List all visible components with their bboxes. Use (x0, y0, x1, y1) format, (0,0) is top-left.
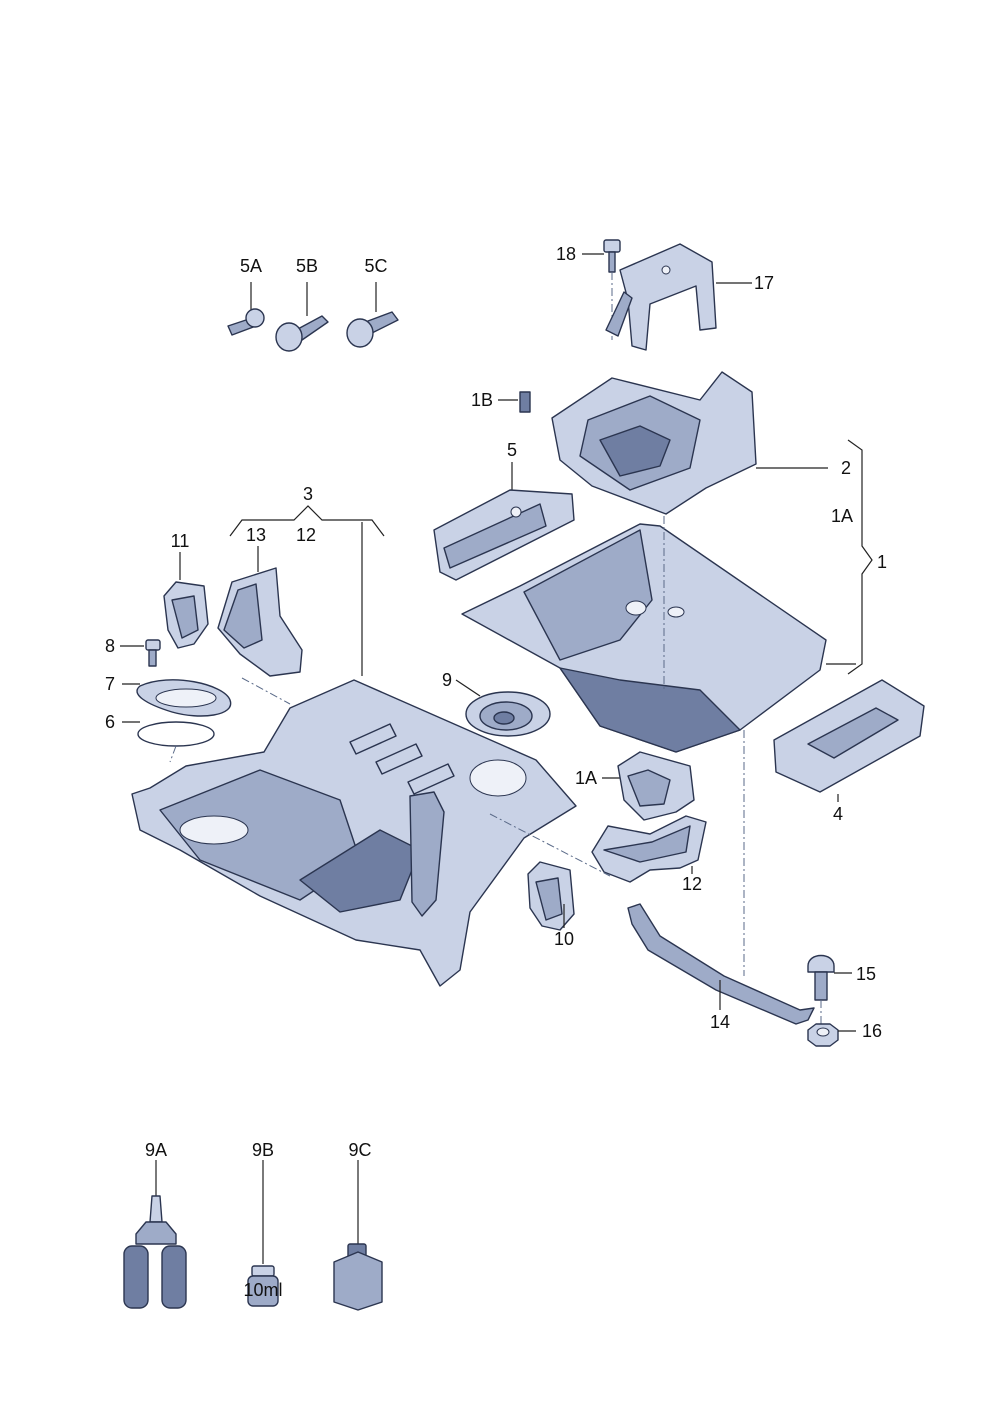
callout-12-top: 12 (296, 525, 316, 545)
part-3-floor-pan (131, 522, 577, 987)
callout-5: 5 (507, 440, 517, 460)
callout-18: 18 (556, 244, 576, 264)
part-16-nut (807, 1023, 856, 1047)
callout-5B: 5B (296, 256, 318, 276)
callout-3: 3 (303, 484, 313, 504)
callout-4: 4 (833, 804, 843, 824)
callout-16: 16 (862, 1021, 882, 1041)
callout-12-mid: 12 (682, 874, 702, 894)
part-9A-adhesive-cartridge (123, 1160, 187, 1309)
callout-17: 17 (754, 273, 774, 293)
part-1A-reinforcement (602, 751, 695, 821)
bottle-9B-label: 10ml (243, 1280, 282, 1300)
callout-1B: 1B (471, 390, 493, 410)
callout-1: 1 (877, 552, 887, 572)
callout-8: 8 (105, 636, 115, 656)
part-17-bracket (605, 243, 752, 351)
part-18-bolt (582, 239, 621, 340)
callout-14: 14 (710, 1012, 730, 1032)
callout-15: 15 (856, 964, 876, 984)
callout-13: 13 (246, 525, 266, 545)
callout-11: 11 (171, 531, 190, 551)
part-12-member (489, 813, 707, 883)
callout-7: 7 (105, 674, 115, 694)
part-1-wheel-well (461, 516, 856, 753)
part-5C-screw (346, 282, 399, 348)
callout-5A: 5A (240, 256, 262, 276)
callout-10: 10 (554, 929, 574, 949)
callout-9A: 9A (145, 1140, 167, 1160)
callout-9C: 9C (348, 1140, 371, 1160)
part-2-plate (551, 371, 828, 515)
part-8-bolt (120, 639, 161, 667)
callout-2: 2 (841, 458, 851, 478)
part-10-bracket (527, 861, 575, 931)
part-5B-clip (275, 282, 329, 352)
bracket-group-3 (229, 505, 385, 537)
part-5A-bolt (227, 282, 265, 336)
part-9B-bottle: 10ml (243, 1160, 283, 1307)
callout-1A-top: 1A (831, 506, 853, 526)
part-14-crossmember (627, 903, 815, 1025)
bracket-group-1 (847, 439, 873, 675)
callout-5C: 5C (364, 256, 387, 276)
callout-6: 6 (105, 712, 115, 732)
part-5-bracket (433, 462, 575, 581)
callout-9B: 9B (252, 1140, 274, 1160)
part-9-speaker (455, 679, 551, 737)
callout-1A-mid: 1A (575, 768, 597, 788)
part-6-seal (122, 721, 215, 763)
part-9C-canister (333, 1160, 383, 1311)
part-4-panel (743, 679, 925, 976)
callout-9: 9 (442, 670, 452, 690)
part-15-stud (807, 954, 852, 1026)
part-7-ring (122, 679, 232, 717)
part-1B-tab (498, 391, 531, 413)
part-11-bracket (163, 552, 209, 649)
part-13-member (217, 546, 303, 705)
